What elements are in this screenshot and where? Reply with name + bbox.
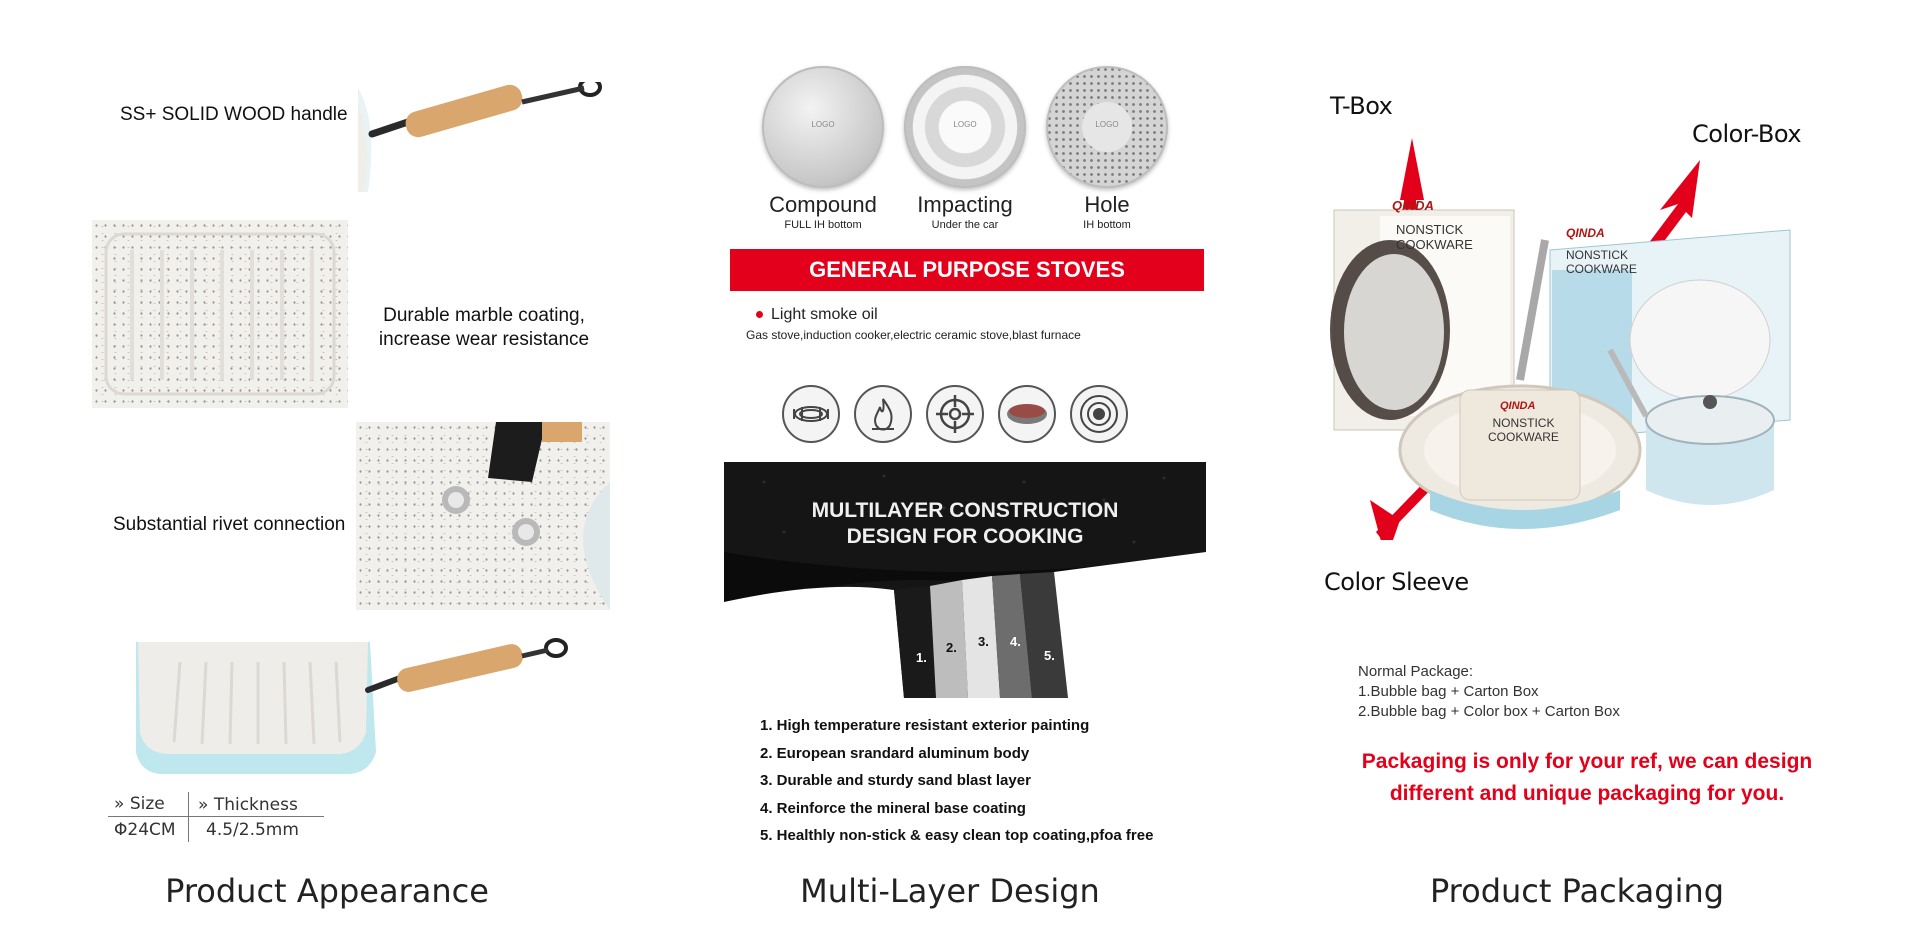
rivet-label: Substantial rivet connection bbox=[113, 514, 346, 535]
construction-title-line2: DESIGN FOR COOKING bbox=[846, 525, 1084, 548]
layer-number-3: 3. bbox=[978, 634, 989, 649]
tbox-text: NONSTICK COOKWARE bbox=[1396, 222, 1473, 252]
sleeve-brand: QINDA bbox=[1500, 400, 1536, 412]
impacting-bottom-disc: LOGO bbox=[904, 66, 1026, 188]
sleeve-text-line1: NONSTICK bbox=[1492, 416, 1555, 430]
tbox-text-line2: COOKWARE bbox=[1396, 237, 1473, 252]
appearance-panel: SS+ SOLID WOOD handle Durable marble coa… bbox=[0, 0, 640, 947]
compound-bottom-name: Compound bbox=[769, 192, 877, 217]
pan-cross-section bbox=[724, 462, 1206, 698]
handle-photo bbox=[358, 82, 608, 192]
disc-logo: LOGO bbox=[1095, 120, 1119, 129]
compound-bottom-sub: FULL IH bottom bbox=[784, 219, 862, 231]
packaging-panel: T-Box Color-Box Color Sleeve bbox=[1280, 0, 1920, 947]
coating-label-line1: Durable marble coating, bbox=[383, 305, 585, 326]
size-table: » Size » Thickness Φ24CM 4.5/2.5mm bbox=[108, 792, 324, 844]
thickness-value: 4.5/2.5mm bbox=[206, 820, 299, 840]
size-header: » Size bbox=[114, 794, 165, 814]
coating-label-line2: increase wear resistance bbox=[378, 329, 590, 350]
colorbox-text-line1: NONSTICK bbox=[1566, 248, 1629, 262]
thickness-header: » Thickness bbox=[198, 795, 298, 815]
rivet-image bbox=[442, 422, 610, 610]
induction-ring-icon bbox=[1070, 385, 1128, 443]
gas-flame-icon bbox=[854, 385, 912, 443]
rivet-photo bbox=[356, 422, 610, 610]
chevron-right-icon: » bbox=[198, 795, 209, 815]
hole-bottom-disc: LOGO bbox=[1046, 66, 1168, 188]
tbox-text-line1: NONSTICK bbox=[1396, 222, 1464, 237]
disc-logo: LOGO bbox=[811, 120, 835, 129]
packaging-title: Product Packaging bbox=[1429, 872, 1725, 910]
impacting-bottom-name: Impacting bbox=[917, 192, 1013, 217]
layer-number-4: 4. bbox=[1010, 634, 1021, 649]
feature-item: 5. Healthly non-stick & easy clean top c… bbox=[760, 827, 1154, 844]
colorbox-text: NONSTICK COOKWARE bbox=[1566, 248, 1637, 276]
stoves-line: Gas stove,induction cooker,electric cera… bbox=[746, 328, 1081, 342]
oil-bullet-text: Light smoke oil bbox=[771, 306, 878, 323]
feature-item: 3. Durable and sturdy sand blast layer bbox=[760, 772, 1031, 789]
general-purpose-banner: GENERAL PURPOSE STOVES bbox=[730, 249, 1204, 291]
tbox-brand: QINDA bbox=[1392, 198, 1434, 213]
layer-number-2: 2. bbox=[946, 640, 957, 655]
colorbox-text-line2: COOKWARE bbox=[1566, 262, 1637, 276]
packaging-image bbox=[1330, 138, 1791, 540]
bullet-dot-icon bbox=[756, 311, 763, 319]
impacting-bottom-sub: Under the car bbox=[931, 219, 999, 231]
wooden-handle-image bbox=[358, 82, 602, 192]
construction-image: MULTILAYER CONSTRUCTION DESIGN FOR COOKI… bbox=[724, 462, 1206, 698]
package-note: Normal Package: 1.Bubble bag + Carton Bo… bbox=[1358, 662, 1620, 722]
marble-coating-photo bbox=[92, 220, 348, 408]
multilayer-title: Multi-Layer Design bbox=[800, 872, 1100, 910]
colorbox-label: Color-Box bbox=[1692, 120, 1802, 148]
packaging-disclaimer-line2: different and unique packaging for you. bbox=[1389, 782, 1785, 805]
disc-center bbox=[1082, 102, 1132, 152]
size-header-label: Size bbox=[129, 794, 165, 814]
arrow-up-right-icon bbox=[1642, 160, 1700, 260]
thickness-header-label: Thickness bbox=[213, 795, 298, 815]
size-table-divider-h bbox=[108, 816, 324, 817]
sleeve-text-line2: COOKWARE bbox=[1488, 430, 1559, 444]
coil-stove-icon bbox=[782, 385, 840, 443]
tbox-label: T-Box bbox=[1330, 92, 1393, 120]
feature-item: 2. European srandard aluminum body bbox=[760, 744, 1030, 762]
coating-label: Durable marble coating, increase wear re… bbox=[364, 304, 604, 352]
grill-pan-image bbox=[136, 638, 568, 774]
disc-logo: LOGO bbox=[953, 120, 977, 129]
gas-burner-icon bbox=[926, 385, 984, 443]
package-note-item: 2.Bubble bag + Color box + Carton Box bbox=[1358, 703, 1620, 720]
multilayer-panel: LOGO LOGO LOGO Compound FULL IH bottom I… bbox=[640, 0, 1280, 947]
feature-item: 1. High temperature resistant exterior p… bbox=[760, 717, 1090, 734]
sleeve-label: Color Sleeve bbox=[1324, 568, 1469, 596]
layer-number-1: 1. bbox=[916, 650, 927, 665]
packaging-photo: QINDA NONSTICK COOKWARE QINDA NONSTICK C… bbox=[1320, 120, 1800, 540]
appearance-title: Product Appearance bbox=[165, 872, 489, 910]
hole-bottom-sub: IH bottom bbox=[1083, 219, 1131, 231]
chevron-right-icon: » bbox=[114, 794, 125, 814]
handle-label: SS+ SOLID WOOD handle bbox=[120, 104, 348, 125]
packaging-disclaimer: Packaging is only for your ref, we can d… bbox=[1352, 746, 1822, 810]
sleeve-text: NONSTICK COOKWARE bbox=[1488, 416, 1559, 444]
construction-title: MULTILAYER CONSTRUCTION DESIGN FOR COOKI… bbox=[724, 498, 1206, 550]
size-value: Φ24CM bbox=[114, 820, 176, 840]
grill-pan-photo bbox=[130, 632, 580, 782]
grill-ridges-image bbox=[104, 232, 336, 396]
colorbox-brand: QINDA bbox=[1566, 226, 1605, 240]
hole-bottom-name: Hole bbox=[1084, 192, 1130, 217]
feature-item: 4. Reinforce the mineral base coating bbox=[760, 799, 1026, 817]
oil-bullet: Light smoke oil bbox=[756, 306, 878, 324]
layer-number-5: 5. bbox=[1044, 648, 1055, 663]
size-table-divider-v bbox=[188, 792, 189, 842]
packaging-disclaimer-line1: Packaging is only for your ref, we can d… bbox=[1361, 750, 1813, 773]
feature-list: 1. High temperature resistant exterior p… bbox=[760, 712, 1153, 850]
construction-title-line1: MULTILAYER CONSTRUCTION bbox=[811, 499, 1119, 522]
compound-bottom-disc: LOGO bbox=[762, 66, 884, 188]
ceramic-plate-icon bbox=[998, 385, 1056, 443]
package-note-title: Normal Package: bbox=[1358, 663, 1474, 680]
package-note-item: 1.Bubble bag + Carton Box bbox=[1358, 683, 1539, 700]
